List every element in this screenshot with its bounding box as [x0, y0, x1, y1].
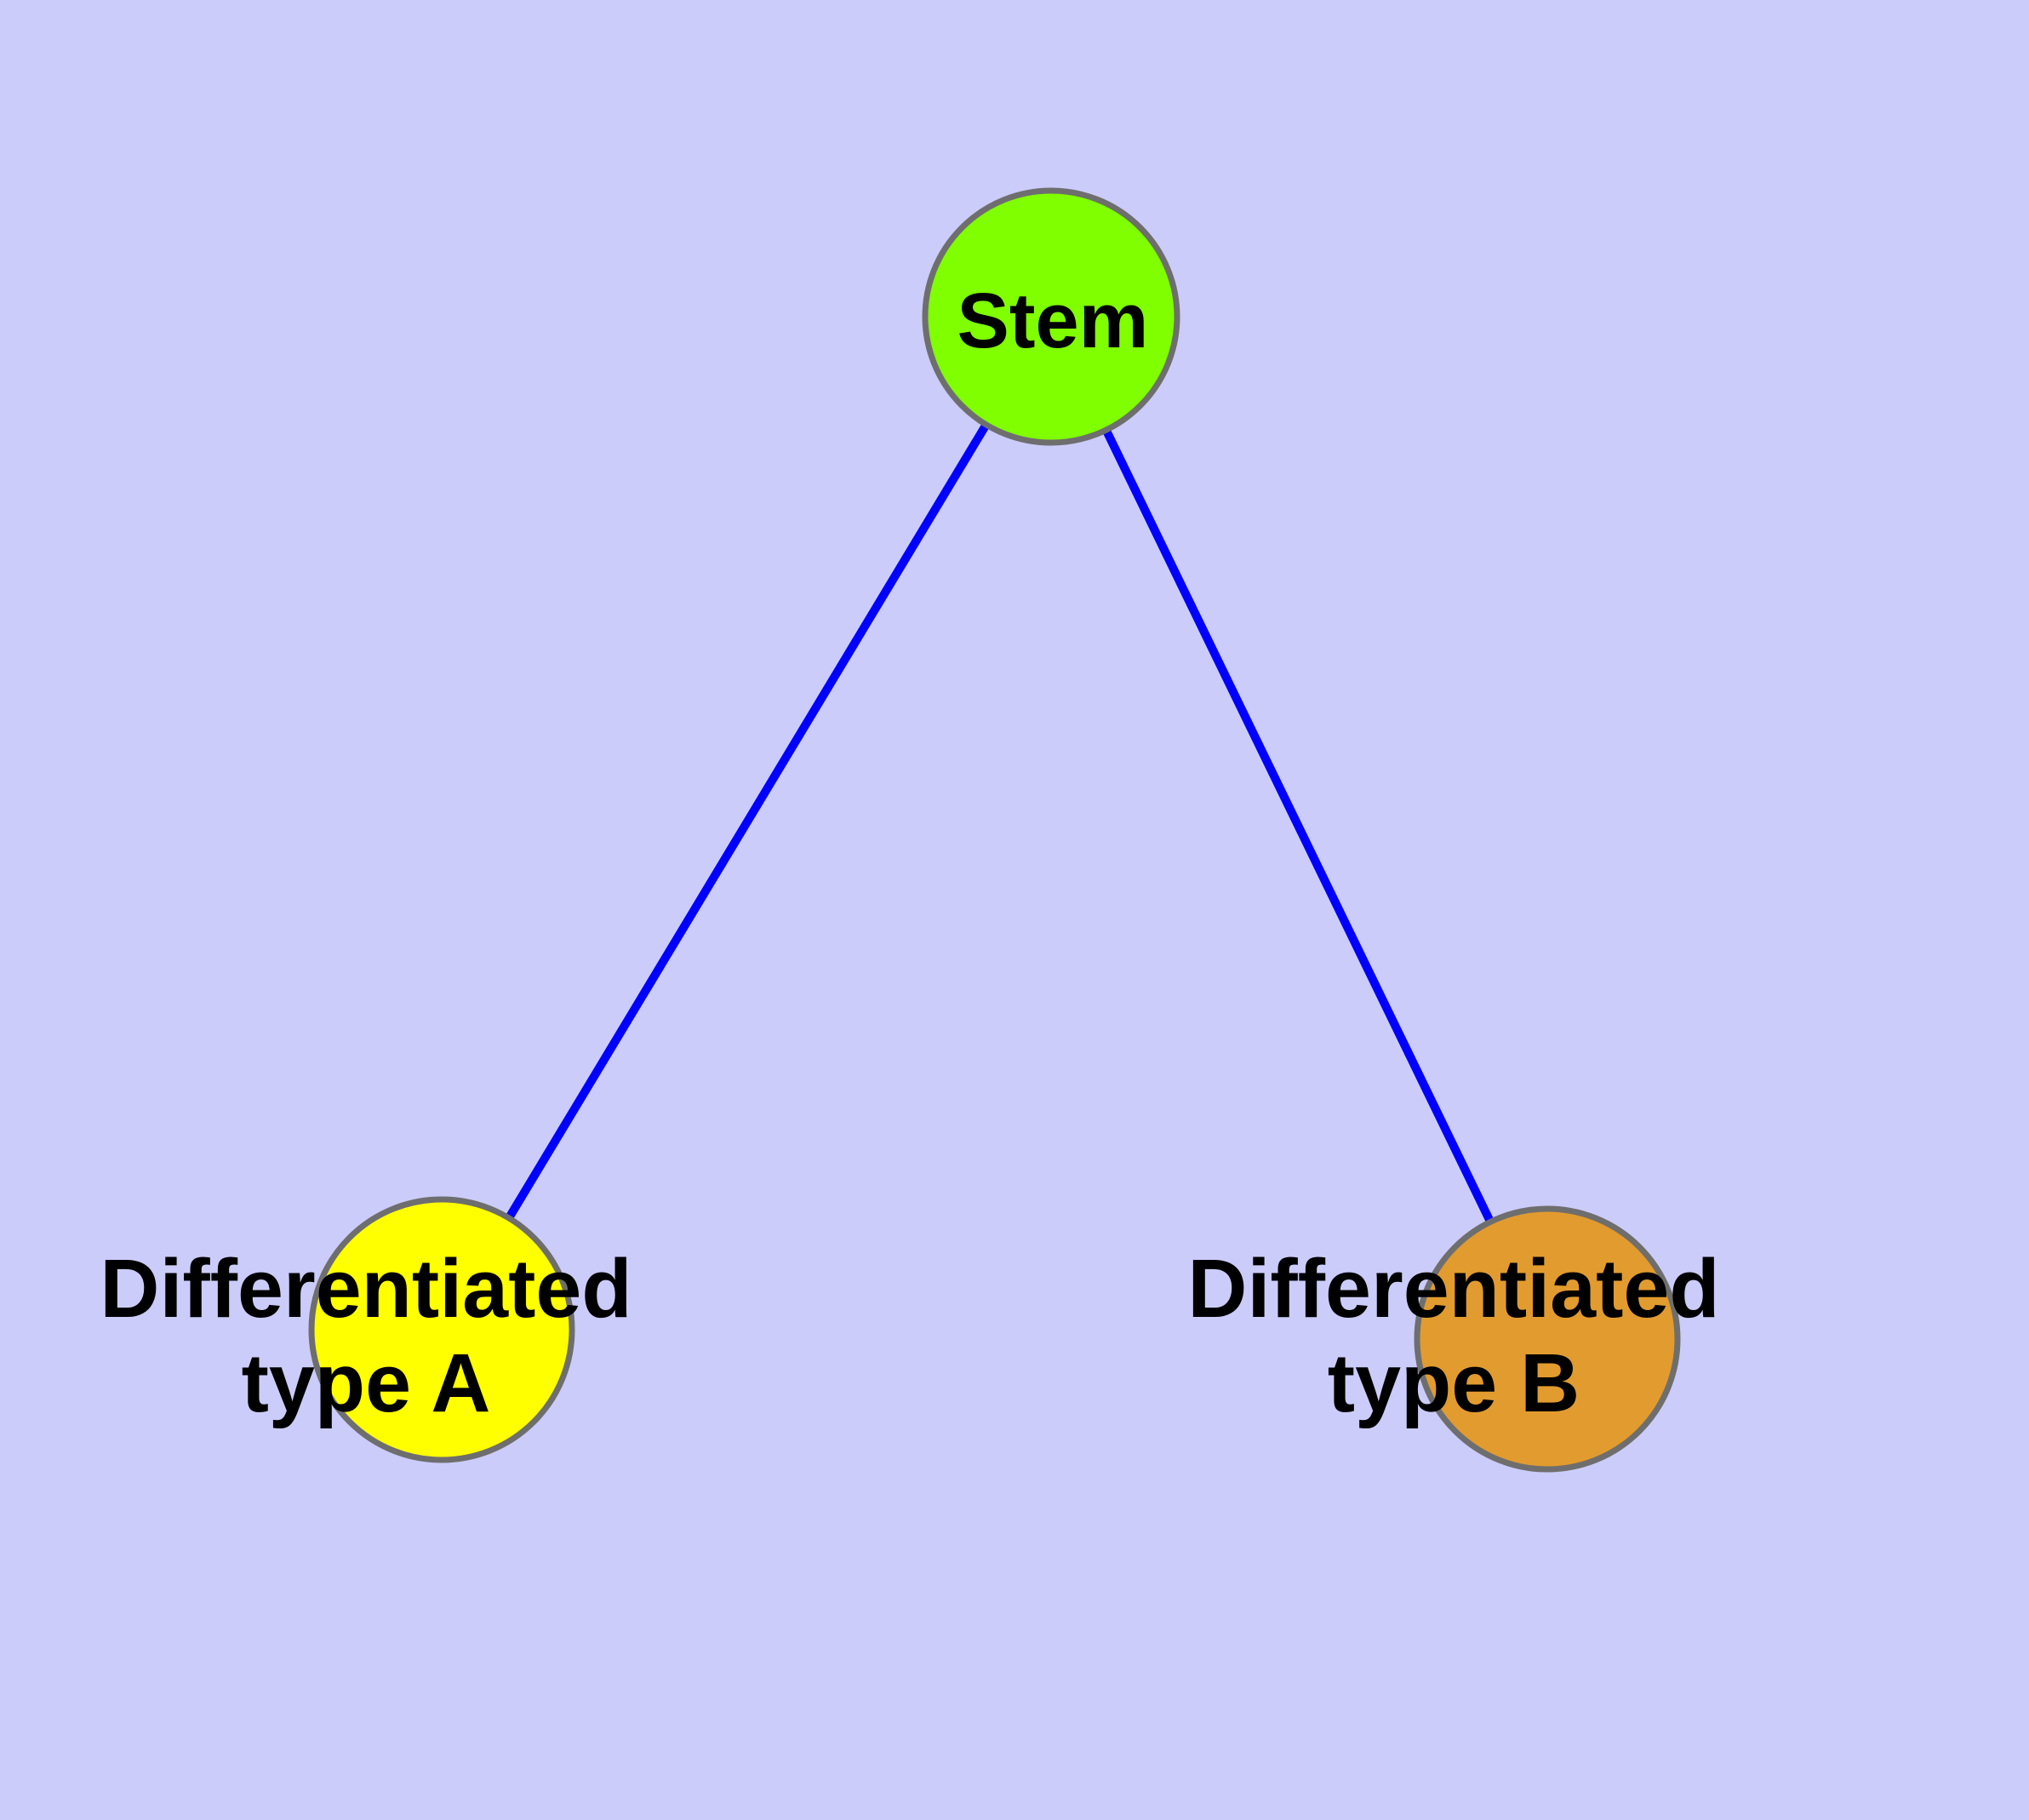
node-label-diff_a: type A — [242, 1336, 491, 1429]
node-label-diff_b: Differentiated — [1187, 1242, 1719, 1335]
node-stem[interactable] — [922, 187, 1180, 446]
edges-layer — [437, 314, 1552, 1342]
node-diff_a[interactable] — [308, 1196, 575, 1463]
edge-stem-to-diff-b — [1047, 314, 1552, 1342]
nodes-layer — [308, 187, 1681, 1473]
edge-stem-to-diff-a — [437, 314, 1055, 1332]
node-label-stem: Stem — [957, 278, 1149, 364]
node-label-diff_b: type B — [1328, 1336, 1580, 1429]
node-diff_b[interactable] — [1414, 1205, 1681, 1473]
node-label-diff_a: Differentiated — [100, 1242, 632, 1335]
